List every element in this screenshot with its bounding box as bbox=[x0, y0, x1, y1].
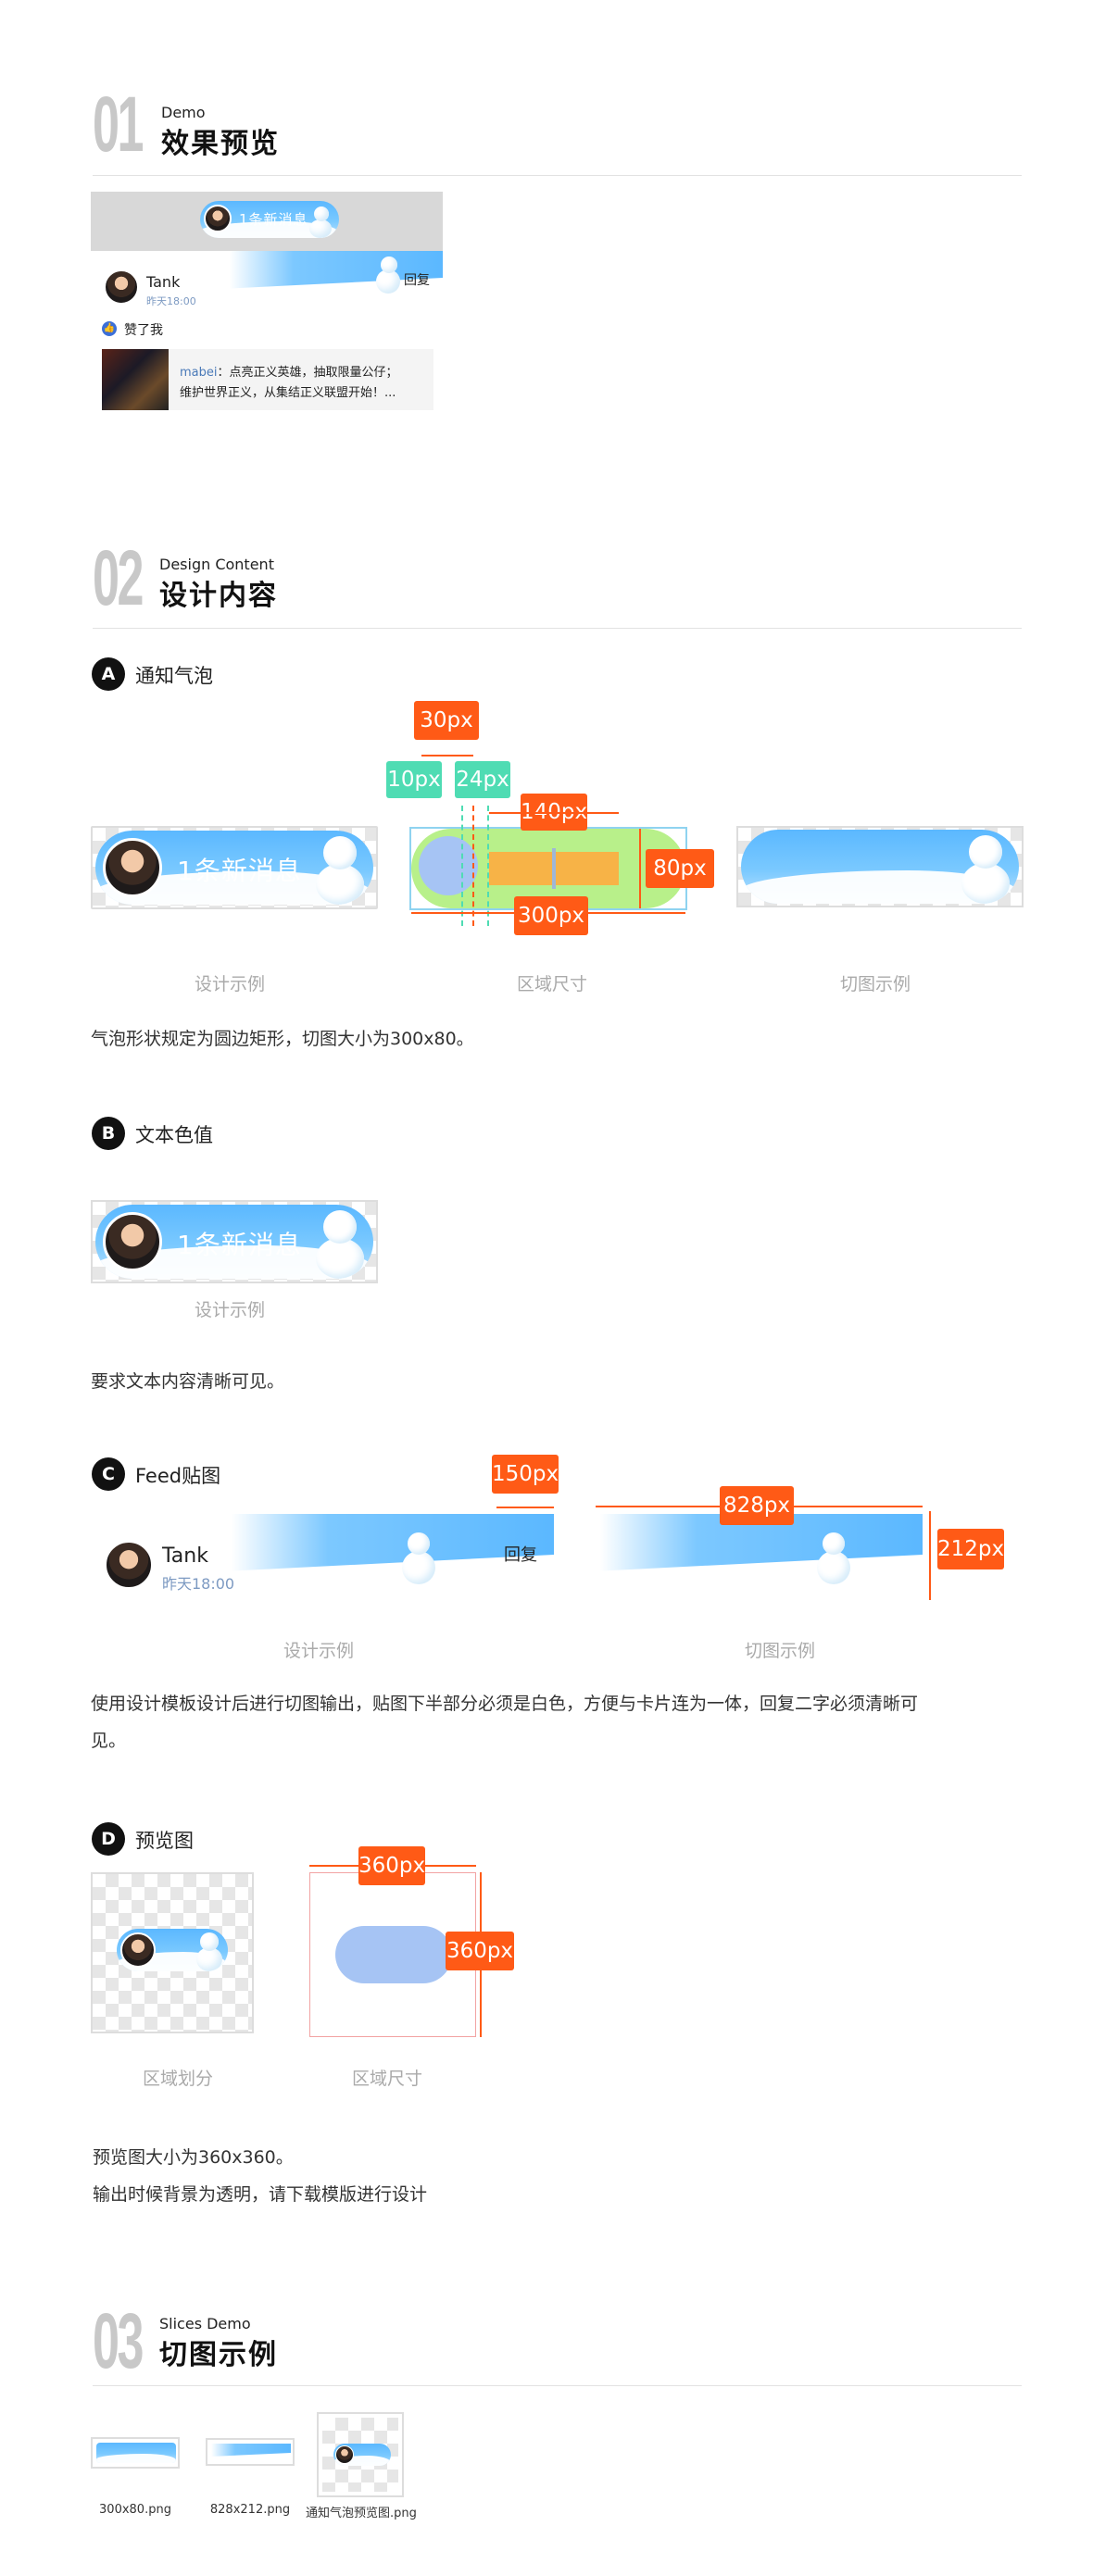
bubble-slice-example bbox=[741, 830, 1019, 904]
file-name-828x212[interactable]: 828x212.png bbox=[209, 2503, 291, 2517]
desc-c-1: 使用设计模板设计后进行切图输出，贴图下半部分必须是白色，方便与卡片连为一体，回复… bbox=[91, 1694, 919, 1714]
avatar-area bbox=[419, 836, 478, 895]
section-title-en: Design Content bbox=[159, 556, 274, 573]
dim-label-10: 10px bbox=[386, 761, 442, 798]
file-thumb-preview[interactable] bbox=[317, 2412, 404, 2497]
desc-a: 气泡形状规定为圆边矩形，切图大小为300x80。 bbox=[91, 1029, 474, 1049]
demo-preview: 1条新消息 回复 Tank 昨天18:00 👍 赞了我 mabei：点亮正义英雄… bbox=[91, 192, 443, 414]
snowman-icon bbox=[196, 1947, 222, 1971]
dim-label-828: 828px bbox=[720, 1486, 794, 1525]
reply-button[interactable]: 回复 bbox=[504, 1545, 537, 1565]
preview-bubble bbox=[117, 1929, 228, 1971]
section-divider bbox=[93, 628, 1022, 629]
section-number: 01 bbox=[93, 81, 144, 168]
feed-banner-design: 回复 bbox=[232, 1514, 554, 1595]
snowman-icon bbox=[817, 1551, 850, 1584]
file-thumb-828x212[interactable] bbox=[206, 2438, 295, 2466]
section-number: 03 bbox=[93, 2297, 144, 2384]
snowman-icon bbox=[316, 864, 364, 905]
bubble-design-example: 1条新消息 bbox=[95, 831, 373, 905]
sub-badge-a: A bbox=[92, 657, 125, 691]
user-avatar bbox=[105, 1541, 153, 1589]
user-avatar[interactable] bbox=[104, 269, 139, 305]
feed-banner-slice bbox=[600, 1514, 923, 1595]
sub-badge-d: D bbox=[92, 1822, 125, 1856]
like-icon: 👍 bbox=[102, 321, 117, 336]
caption-slice-example: 切图示例 bbox=[744, 1641, 815, 1661]
caption-design-example: 设计示例 bbox=[194, 974, 265, 994]
post-thumbnail bbox=[102, 349, 169, 410]
post-time: 昨天18:00 bbox=[162, 1575, 235, 1593]
post-text-2: 维护世界正义，从集结正义联盟开始！... bbox=[180, 386, 396, 400]
desc-d-2: 输出时候背景为透明，请下载模版进行设计 bbox=[93, 2184, 428, 2205]
user-name[interactable]: Tank bbox=[146, 273, 181, 291]
sub-badge-c: C bbox=[92, 1457, 125, 1491]
dim-label-212: 212px bbox=[937, 1529, 1004, 1569]
snowman-icon bbox=[961, 863, 1010, 904]
desc-b: 要求文本内容清晰可见。 bbox=[91, 1371, 285, 1392]
snowman-icon bbox=[376, 269, 400, 294]
post-text-1: ：点亮正义英雄，抽取限量公仔； bbox=[217, 366, 398, 380]
like-text: 赞了我 bbox=[124, 323, 163, 338]
desc-c-2: 见。 bbox=[91, 1731, 127, 1751]
section-title-en: Demo bbox=[161, 104, 206, 121]
file-thumb-300x80[interactable] bbox=[91, 2437, 180, 2469]
demo-bubble[interactable]: 1条新消息 bbox=[200, 201, 339, 238]
caption-area-size: 区域尺寸 bbox=[516, 974, 587, 994]
dim-label-360-height: 360px bbox=[446, 1932, 514, 1970]
caption-design-example: 设计示例 bbox=[283, 1641, 354, 1661]
file-name-300x80[interactable]: 300x80.png bbox=[99, 2503, 171, 2517]
sub-title-a: 通知气泡 bbox=[135, 665, 213, 687]
avatar bbox=[204, 205, 232, 232]
reply-button[interactable]: 回复 bbox=[404, 273, 430, 288]
file-name-preview[interactable]: 通知气泡预览图.png bbox=[306, 2507, 417, 2520]
sub-title-b: 文本色值 bbox=[135, 1124, 213, 1146]
section-number: 02 bbox=[93, 534, 144, 621]
dim-label-300: 300px bbox=[514, 896, 588, 935]
bubble-text-color-example: 1条新消息 bbox=[95, 1205, 373, 1279]
dim-label-30: 30px bbox=[414, 701, 479, 740]
snowman-icon bbox=[402, 1551, 435, 1584]
avatar bbox=[120, 1932, 156, 1968]
sub-title-c: Feed贴图 bbox=[135, 1465, 221, 1487]
avatar bbox=[103, 1212, 162, 1271]
preview-area-shape bbox=[335, 1926, 452, 1983]
sub-title-d: 预览图 bbox=[135, 1830, 194, 1852]
section-title-cn: 设计内容 bbox=[159, 580, 278, 612]
section-divider bbox=[93, 2385, 1022, 2386]
sub-badge-b: B bbox=[92, 1117, 125, 1150]
caption-slice-example: 切图示例 bbox=[839, 974, 911, 994]
user-name: Tank bbox=[162, 1544, 208, 1568]
snowman-icon bbox=[316, 1238, 364, 1279]
caption-area-size: 区域尺寸 bbox=[351, 2069, 422, 2089]
dim-label-360-width: 360px bbox=[358, 1846, 425, 1885]
bubble-text: 1条新消息 bbox=[177, 856, 302, 886]
section-title-cn: 切图示例 bbox=[159, 2339, 278, 2371]
desc-d-1: 预览图大小为360x360。 bbox=[93, 2147, 294, 2168]
dim-label-24: 24px bbox=[455, 761, 510, 798]
section-title-en: Slices Demo bbox=[159, 2315, 251, 2332]
caption-design-example: 设计示例 bbox=[194, 1300, 265, 1320]
shared-post-card[interactable]: mabei：点亮正义英雄，抽取限量公仔； 维护世界正义，从集结正义联盟开始！..… bbox=[102, 349, 433, 410]
dim-label-150: 150px bbox=[492, 1455, 559, 1494]
post-user[interactable]: mabei bbox=[180, 366, 218, 380]
bubble-text: 1条新消息 bbox=[239, 211, 308, 228]
dim-label-80: 80px bbox=[646, 849, 714, 888]
section-title-cn: 效果预览 bbox=[161, 128, 280, 160]
demo-feed-banner: 回复 bbox=[230, 251, 443, 305]
caption-region-division: 区域划分 bbox=[142, 2069, 213, 2089]
avatar bbox=[103, 838, 162, 897]
snowman-icon bbox=[309, 219, 332, 238]
post-time: 昨天18:00 bbox=[146, 295, 196, 307]
section-divider bbox=[93, 175, 1022, 176]
bubble-text: 1条新消息 bbox=[177, 1230, 302, 1260]
